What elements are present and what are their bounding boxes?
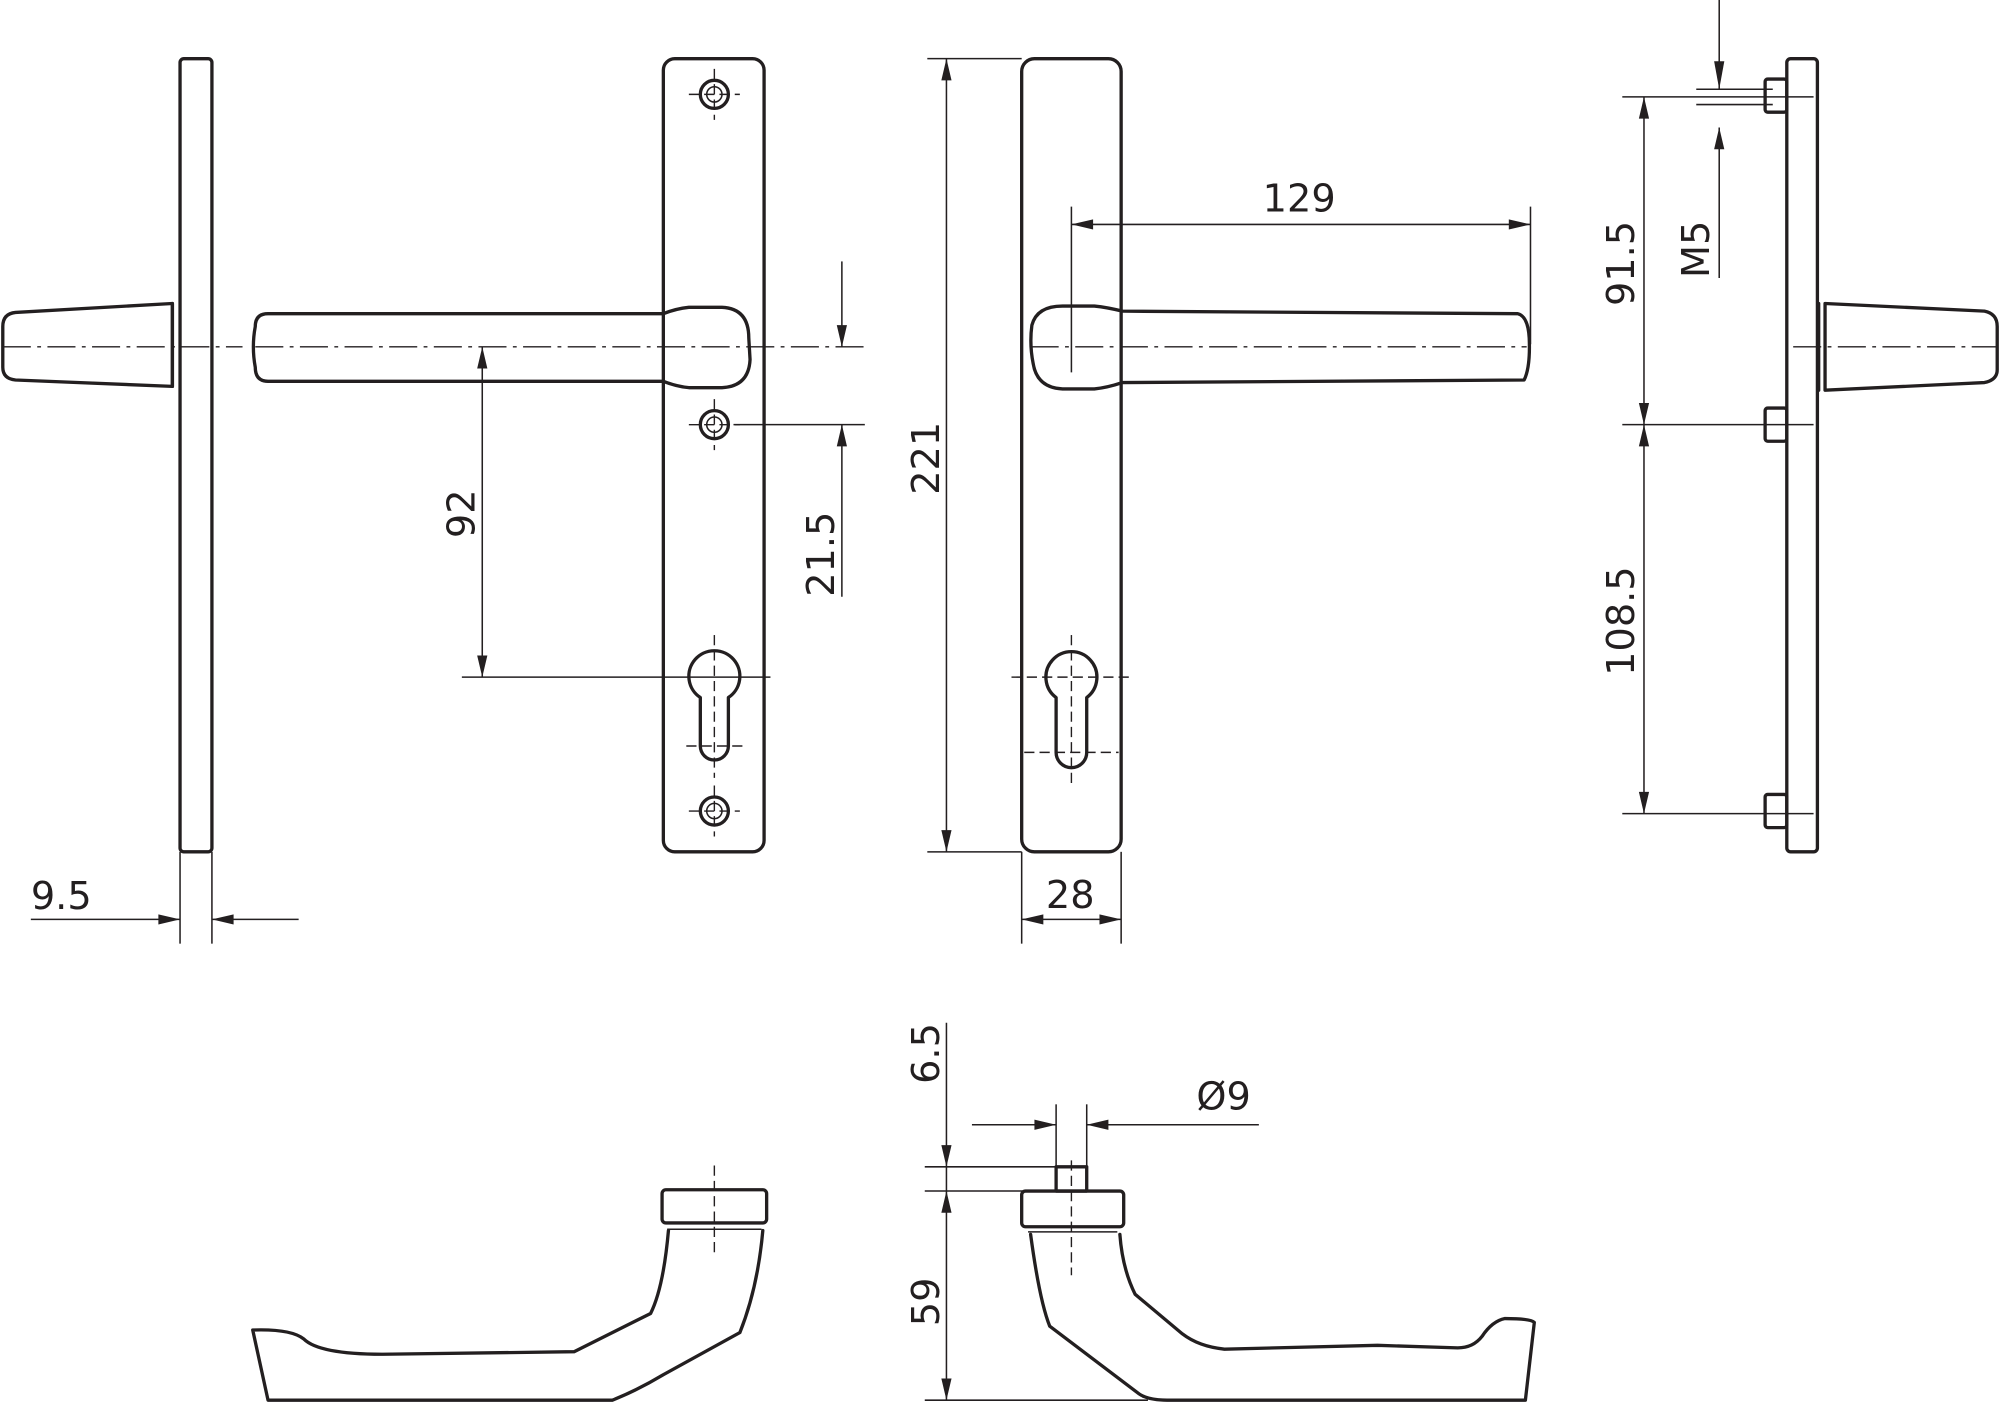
- side-view-right: M5 91.5 108.5: [1599, 0, 1999, 854]
- screw-hole-bottom-icon: [688, 785, 740, 837]
- dim-lever-to-cylinder: 92: [440, 489, 485, 538]
- cylinder-keyhole-icon: [687, 649, 742, 762]
- dim-spindle-diameter: Ø9: [1196, 1074, 1250, 1119]
- front-view-handle: 221 129 28: [904, 57, 1532, 944]
- dim-handle-height: 59: [904, 1278, 949, 1327]
- front-view-screw-holes: 92 21.5: [251, 57, 865, 854]
- top-view-left: [251, 1165, 769, 1402]
- dim-plate-thickness: 9.5: [31, 874, 92, 919]
- top-view-right: 6.5 59 Ø9: [904, 1022, 1536, 1402]
- bolt-bottom-icon: [1763, 792, 1789, 830]
- dim-lower-bolt-spacing: 108.5: [1599, 566, 1644, 676]
- bolt-top-icon: [1763, 77, 1789, 114]
- dim-lever-length: 129: [1263, 177, 1336, 222]
- side-view-left: 9.5: [1, 57, 299, 944]
- dim-plate-height: 221: [904, 422, 949, 495]
- dim-lever-to-screw: 21.5: [799, 512, 844, 597]
- dim-upper-bolt-spacing: 91.5: [1599, 221, 1644, 306]
- screw-hole-middle-icon: [688, 399, 740, 451]
- dim-bolt-thread: M5: [1674, 221, 1719, 278]
- screw-hole-top-icon: [688, 68, 740, 120]
- cylinder-keyhole-icon: [1044, 650, 1099, 770]
- dim-spindle-protrusion: 6.5: [904, 1023, 949, 1084]
- dim-plate-width: 28: [1046, 873, 1095, 918]
